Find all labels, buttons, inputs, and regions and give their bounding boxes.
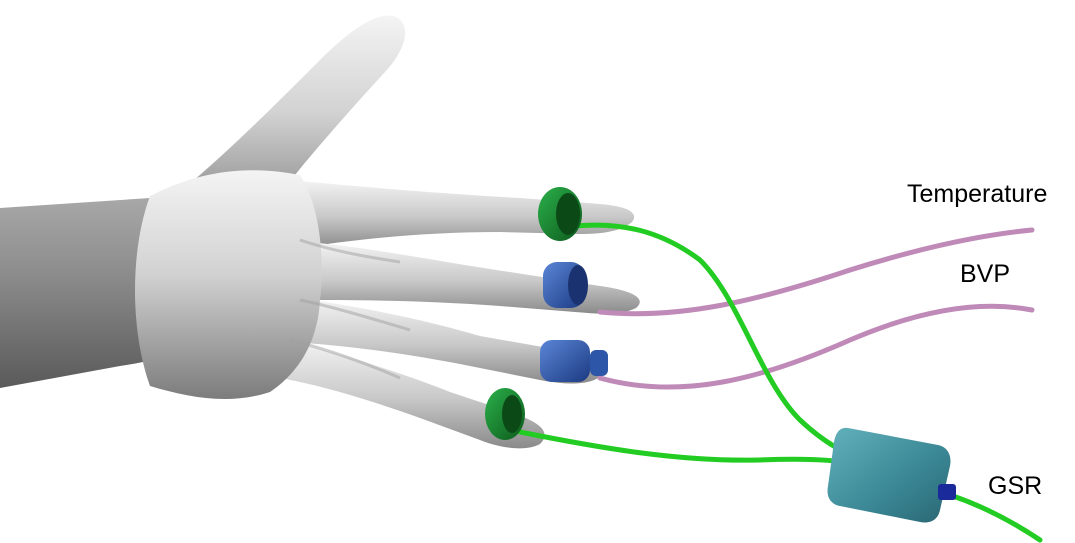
- gsr-label: GSR: [988, 472, 1042, 501]
- temperature-wire: [600, 306, 1032, 387]
- gsr-wire-pinky: [520, 432, 860, 465]
- gsr-output-wire: [950, 495, 1040, 540]
- index-green-sensor: [538, 187, 582, 241]
- palm: [135, 170, 322, 399]
- bvp-label: BVP: [960, 260, 1010, 289]
- gsr-box-body: [828, 428, 951, 523]
- ring-blue-sensor: [540, 340, 608, 382]
- gsr-wire-index: [575, 225, 870, 462]
- temperature-label: Temperature: [907, 180, 1047, 209]
- middle-blue-sensor: [543, 262, 588, 308]
- gsr-box: [828, 428, 957, 523]
- pinky-green-sensor: [485, 388, 525, 440]
- gsr-connector: [938, 484, 956, 500]
